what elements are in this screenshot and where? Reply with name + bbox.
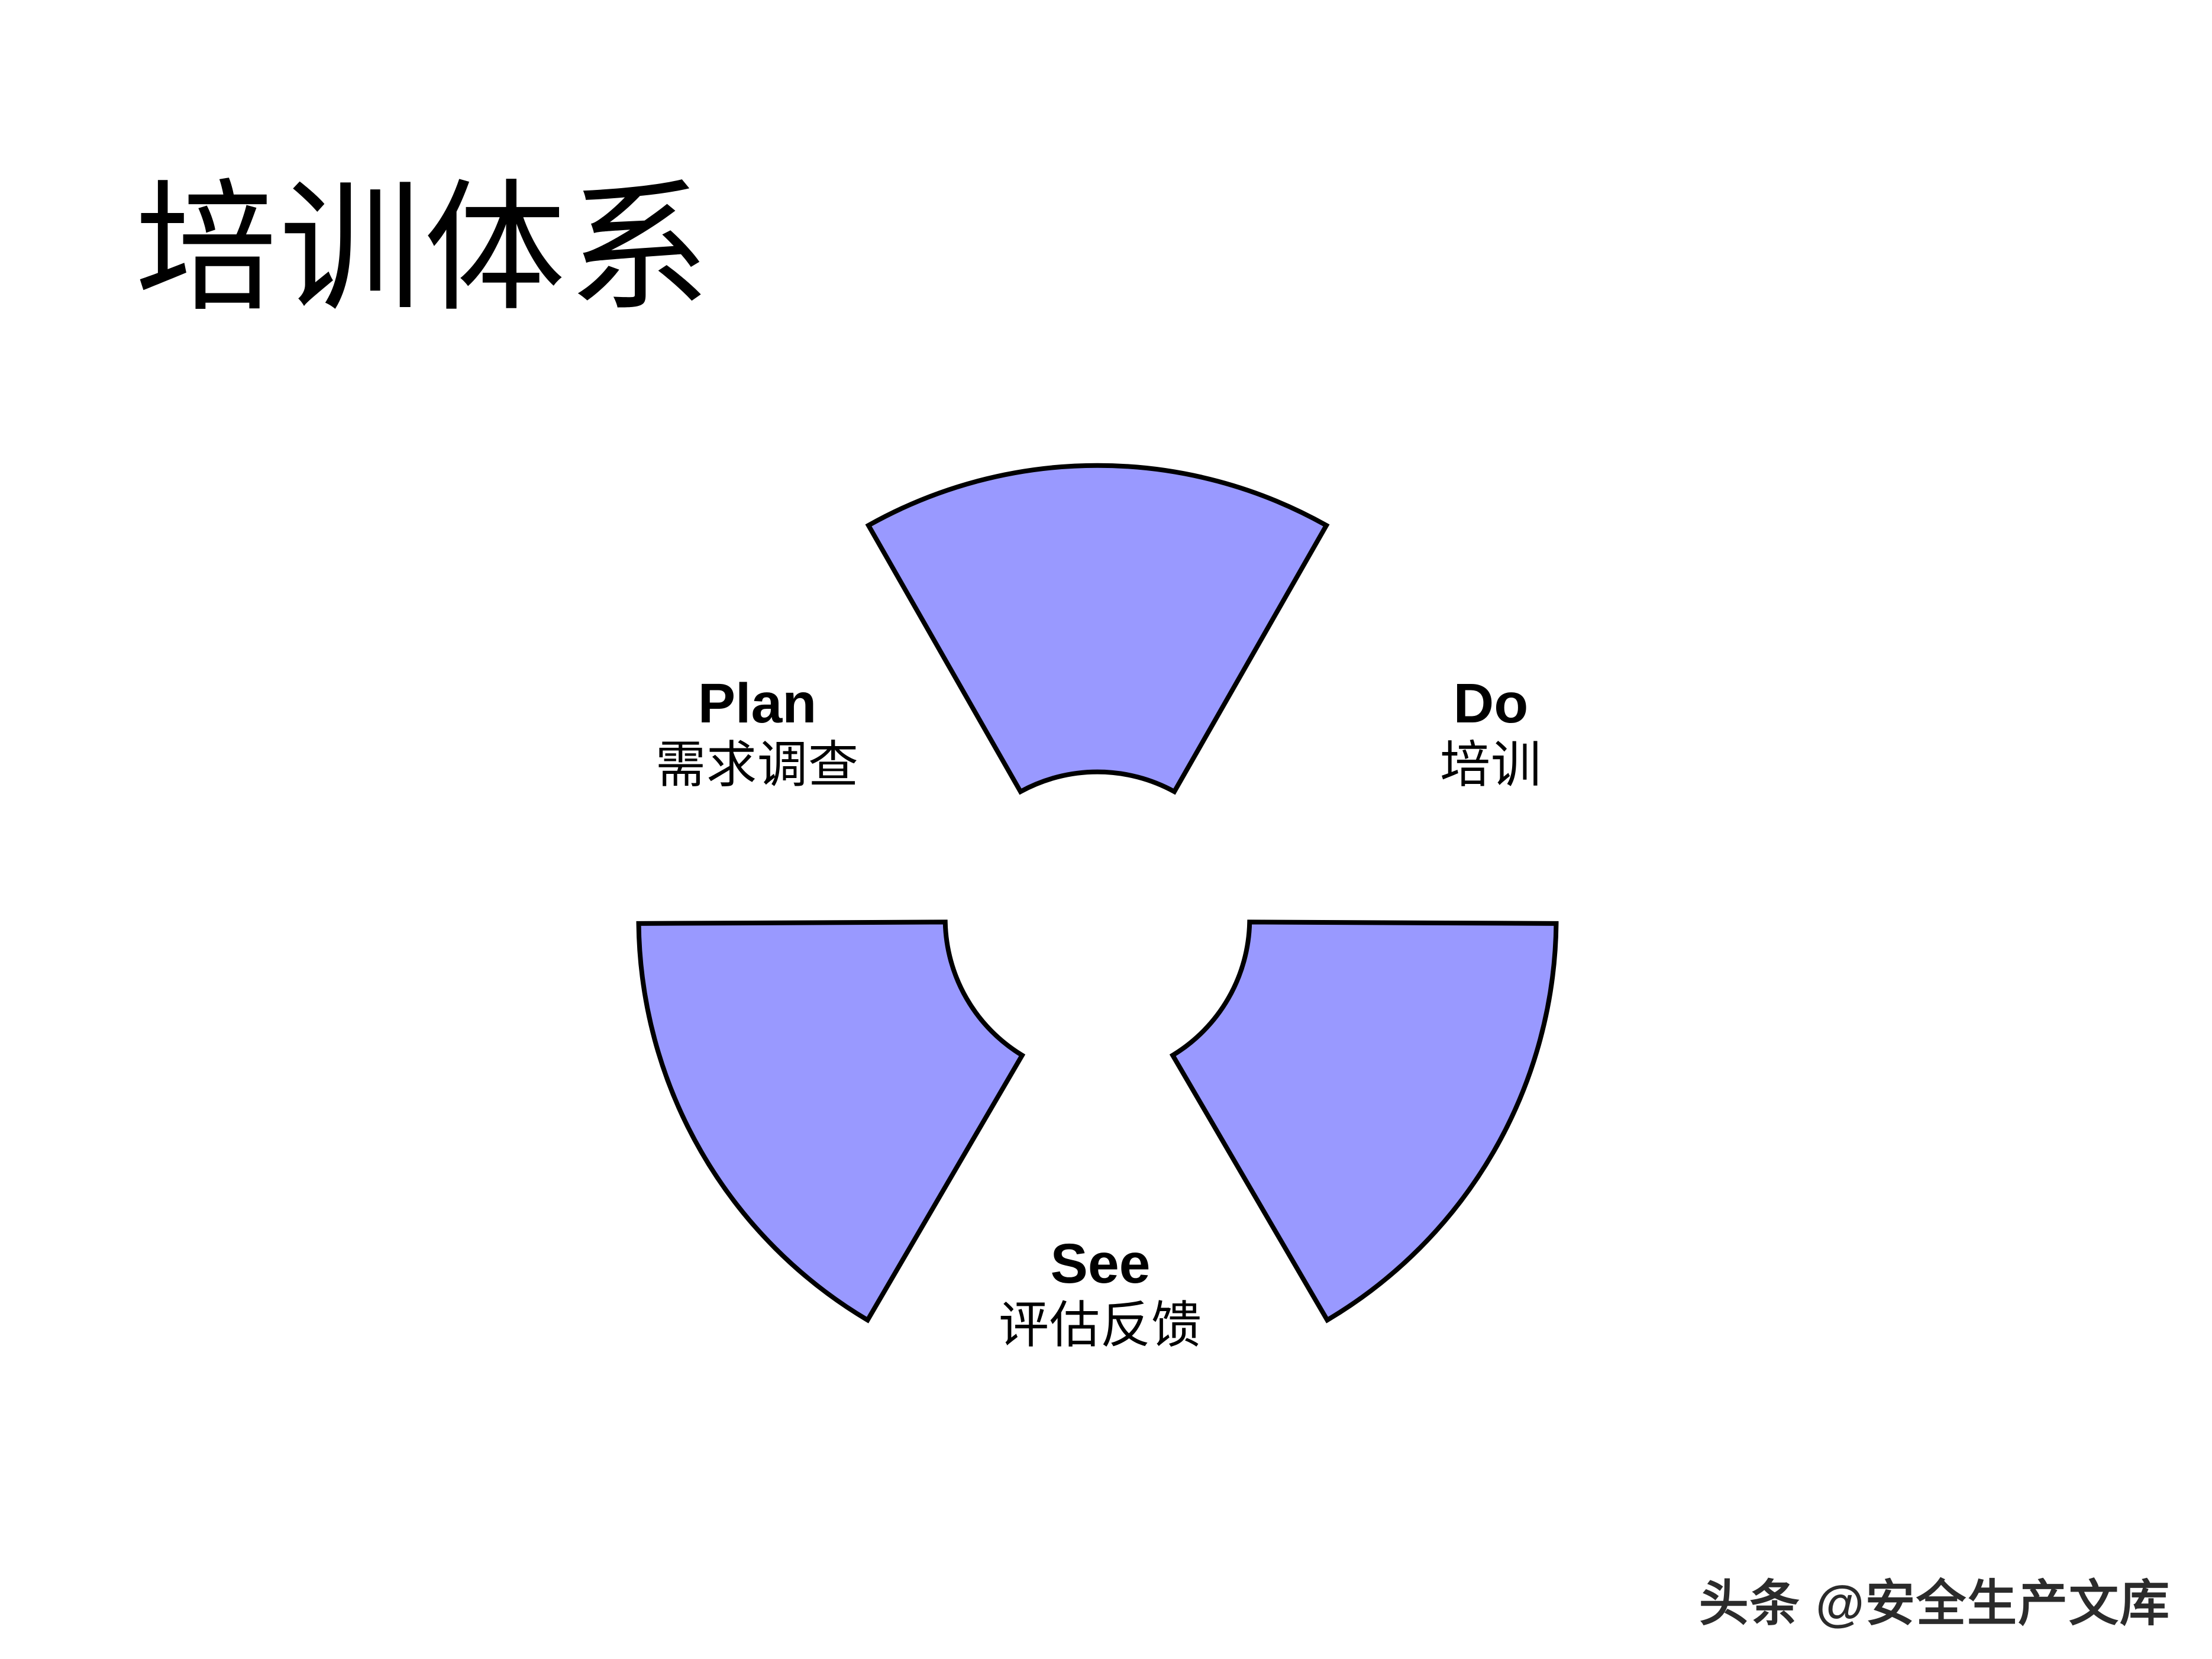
segment-label-plan: Plan 需求调查 xyxy=(627,673,887,797)
segment-label-plan-en: Plan xyxy=(697,672,817,735)
wedge-plan[interactable] xyxy=(865,463,1330,795)
segment-label-do-en: Do xyxy=(1453,672,1529,735)
segment-label-see-en: See xyxy=(1050,1232,1151,1295)
segment-label-see-zh: 评估反馈 xyxy=(998,1297,1202,1354)
segment-label-see: See 评估反馈 xyxy=(887,1234,1313,1357)
segment-label-do-zh: 培训 xyxy=(1439,737,1542,793)
watermark: 头条 @安全生产文库 xyxy=(1698,1576,2171,1631)
wedge-do[interactable] xyxy=(1097,790,1608,1350)
page-title: 培训体系 xyxy=(135,171,713,328)
wedge-see[interactable] xyxy=(587,790,1098,1350)
segment-label-do: Do 培训 xyxy=(1361,673,1621,797)
segment-label-plan-zh: 需求调查 xyxy=(655,737,859,793)
